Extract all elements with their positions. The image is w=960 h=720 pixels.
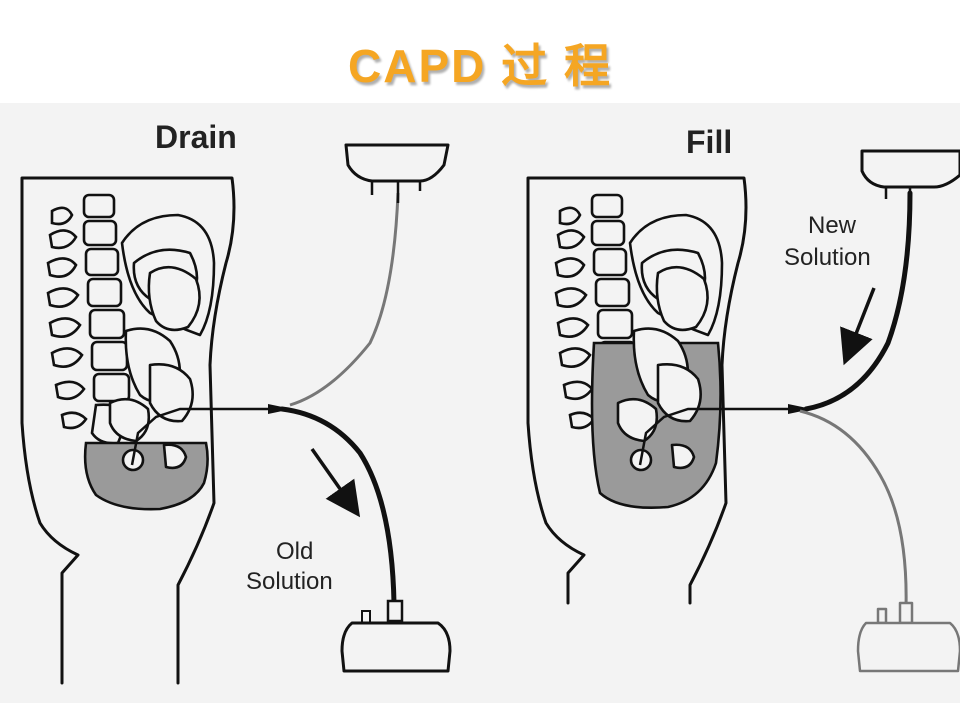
drain-heading: Drain [155, 119, 237, 155]
drain-upper-bag [344, 143, 450, 203]
slide-title: CAPD 过 程 [348, 40, 612, 92]
fill-note-line2: Solution [784, 244, 871, 271]
fill-panel: Fill [526, 124, 960, 673]
capd-figure: Drain [0, 103, 960, 703]
fill-line-to-lower-bag [799, 409, 908, 609]
fill-inflow-line [803, 190, 913, 412]
drain-note-line2: Solution [246, 568, 333, 595]
fill-catheter-internal [638, 407, 790, 466]
drain-ribs [46, 206, 88, 430]
fill-upper-bag [860, 149, 960, 211]
fill-organs [616, 213, 724, 472]
drain-panel: Drain [20, 119, 452, 685]
drain-peritoneal-fluid [83, 441, 209, 511]
drain-flow-arrow [310, 447, 361, 518]
drain-torso-outline [20, 176, 236, 685]
fill-lower-bag [856, 601, 960, 673]
fill-heading: Fill [686, 124, 732, 160]
drain-note-line1: Old [276, 538, 313, 565]
drain-line-to-upper-bag [289, 192, 400, 407]
capd-diagram: Drain [20, 119, 960, 685]
fill-ribs [554, 206, 596, 430]
drain-lower-bag [340, 599, 452, 673]
drain-organs [108, 213, 216, 443]
drain-catheter-internal [130, 407, 270, 466]
fill-torso-outline [526, 176, 748, 605]
fill-flow-arrow [840, 287, 876, 366]
drain-outflow-line [279, 406, 397, 606]
fill-y-connector [788, 404, 812, 414]
fill-note-line1: New [808, 212, 857, 239]
